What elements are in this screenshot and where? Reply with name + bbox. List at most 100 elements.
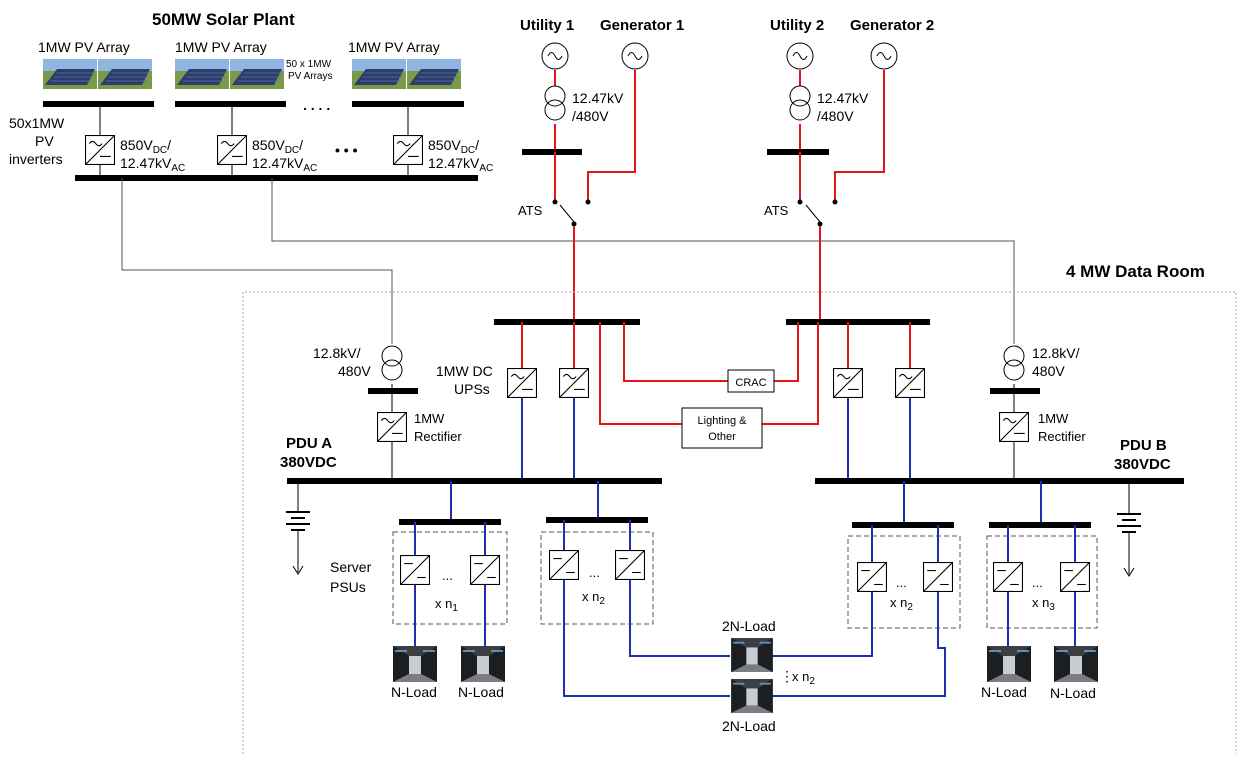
server-group-b2 [986,535,1098,629]
twon-feed-b-bottom [760,592,946,697]
lighting-other-load [681,407,763,449]
rectifier-b [999,412,1029,442]
solar-plant-title: 50MW Solar Plant [152,10,295,29]
array-ellipsis: . . . . [303,97,330,113]
arrays-note-line1: 50 x 1MW [286,59,332,70]
utility-1-label: Utility 1 [520,17,574,34]
svg-text:850VDC/: 850VDC/ [428,137,479,156]
ats-1-label: ATS [518,203,543,218]
pv-panel-image [407,58,461,90]
dc-ups-b2 [895,368,925,398]
server-psu-label-line2: PSUs [330,579,366,595]
rectifier-b-label-line2: Rectifier [1038,429,1086,444]
inverter-rating-2: 850VDC/ 12.47kVAC [252,137,317,174]
pv-panel-image [352,58,406,90]
inverter-ellipsis: • • • [335,142,358,158]
server-psu-a2-1 [549,550,579,580]
pv-inverter-3 [393,135,423,165]
lighting-feed-b [762,322,819,425]
psu-dots-a2: ... [589,565,600,580]
pv-array-label-1: 1MW PV Array [38,39,130,55]
room-transformer-b-icon [1003,345,1025,381]
pdu-a-label-line2: 380VDC [280,454,337,471]
rectifier-a-label-line2: Rectifier [414,429,462,444]
generator-1-source-icon [621,42,649,70]
room-xfmr-b-rating-1: 12.8kV/ [1032,345,1080,361]
svg-text:850VDC/: 850VDC/ [252,137,303,156]
svg-text:12.47kVAC: 12.47kVAC [252,155,317,174]
n-load-label-b1: N-Load [981,684,1027,700]
utility-2-xfmr-rating-2: /480V [817,108,854,124]
server-psu-a1-1 [400,555,430,585]
solar-feeder-a [121,178,393,344]
psu-dots-b2: ... [1032,575,1043,590]
crac-unit [727,369,775,393]
twon-feed-a-top [629,580,730,657]
data-room-title: 4 MW Data Room [1066,262,1205,281]
dc-ups-a1 [507,368,537,398]
inverters-label-line3: inverters [9,151,63,167]
twon-vdots: ⋮ [780,668,794,684]
psu-count-b1: x n2 [890,595,913,613]
twon-load-rack-top [731,638,773,672]
n-load-rack-a1 [393,646,437,682]
rectifier-a-label-line1: 1MW [414,411,445,426]
inverter-rating-3: 850VDC/ 12.47kVAC [428,137,493,174]
pdu-a-label-line1: PDU A [286,435,332,452]
crac-feed-a [623,322,728,382]
generator-2-label: Generator 2 [850,17,934,34]
lighting-feed-a [599,322,682,425]
n-load-label-a2: N-Load [458,684,504,700]
psu-count-b2: x n3 [1032,595,1055,613]
battery-a-icon [286,481,310,575]
server-psu-label-line1: Server [330,559,372,575]
server-group-a2 [540,531,654,625]
pv-panel-image [98,58,152,90]
pdu-b-label-line1: PDU B [1120,437,1167,454]
server-group-a1 [392,531,508,625]
generator-1-label: Generator 1 [600,17,684,34]
psu-dots-b1: ... [896,575,907,590]
twon-feed-b-top [760,592,873,657]
pv-array-2 [175,58,284,90]
twon-load-label-top: 2N-Load [722,618,776,634]
server-psu-b1-2 [923,562,953,592]
rectifier-b-label-line1: 1MW [1038,411,1069,426]
server-psu-b1-1 [857,562,887,592]
room-transformer-a-icon [381,345,403,381]
pv-array-3 [352,58,461,90]
n-load-rack-a2 [461,646,505,682]
server-psu-b2-1 [993,562,1023,592]
n-load-label-b2: N-Load [1050,685,1096,701]
utility-1-transformer-icon [544,85,566,121]
dc-ups-b1 [833,368,863,398]
pv-inverter-1 [85,135,115,165]
svg-text:12.47kVAC: 12.47kVAC [428,155,493,174]
utility-2-label: Utility 2 [770,17,824,34]
utility-2-transformer-icon [789,85,811,121]
lighting-label-line2: Other [708,431,736,443]
n-load-rack-b2 [1054,646,1098,682]
server-psu-a1-2 [470,555,500,585]
rectifier-a [377,412,407,442]
ups-label-line2: UPSs [454,381,490,397]
psu-count-a1: x n1 [435,596,458,614]
ats-1-switch [559,204,575,223]
twon-load-label-bottom: 2N-Load [722,718,776,734]
server-group-b1 [847,535,961,629]
utility-1-xfmr-rating-2: /480V [572,108,609,124]
n-load-label-a1: N-Load [391,684,437,700]
room-xfmr-a-rating-2: 480V [338,363,371,379]
twon-load-rack-bottom [731,679,773,713]
crac-label: CRAC [735,377,766,389]
utility-2-source-icon [786,42,814,70]
room-xfmr-a-rating-1: 12.8kV/ [313,345,361,361]
ats-2-label: ATS [764,203,789,218]
lighting-label-line1: Lighting & [698,415,748,427]
inverters-label-line2: PV [35,133,54,149]
psu-dots-a1: ... [442,568,453,583]
ups-label-line1: 1MW DC [436,363,493,379]
inverter-rating-1: 850VDC/ 12.47kVAC [120,137,185,174]
